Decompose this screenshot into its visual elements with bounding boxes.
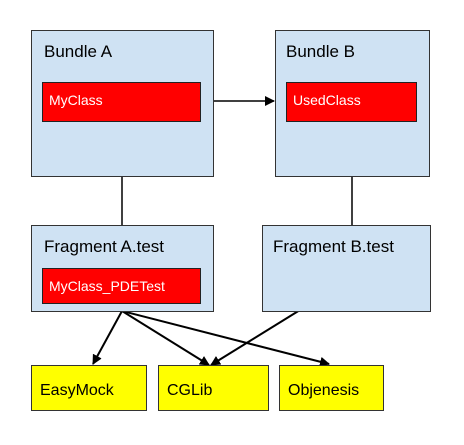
bundle-b-title: Bundle B	[286, 42, 355, 61]
myclass-pdetest-box[interactable]: MyClass_PDETest	[42, 268, 201, 304]
fragment-a-title: Fragment A.test	[44, 237, 164, 256]
bundle-a-title: Bundle A	[44, 42, 113, 61]
arrow-fragment-b-cglib	[210, 309, 301, 366]
arrow-fragment-a-cglib	[121, 310, 210, 366]
objenesis-box[interactable]: Objenesis	[279, 365, 384, 411]
bundle-a-box[interactable]: Bundle A MyClass	[31, 30, 214, 177]
cglib-box[interactable]: CGLib	[158, 365, 269, 411]
fragment-b-box[interactable]: Fragment B.test	[262, 225, 431, 312]
myclass-box[interactable]: MyClass	[42, 82, 201, 122]
easymock-box[interactable]: EasyMock	[31, 365, 147, 411]
fragment-a-box[interactable]: Fragment A.test MyClass_PDETest	[31, 225, 214, 312]
fragment-b-title: Fragment B.test	[273, 237, 394, 256]
arrow-fragment-a-easymock	[92, 310, 123, 365]
arrow-fragment-a-objenesis	[121, 310, 330, 367]
usedclass-box[interactable]: UsedClass	[286, 82, 417, 122]
bundle-b-box[interactable]: Bundle B UsedClass	[275, 30, 430, 177]
